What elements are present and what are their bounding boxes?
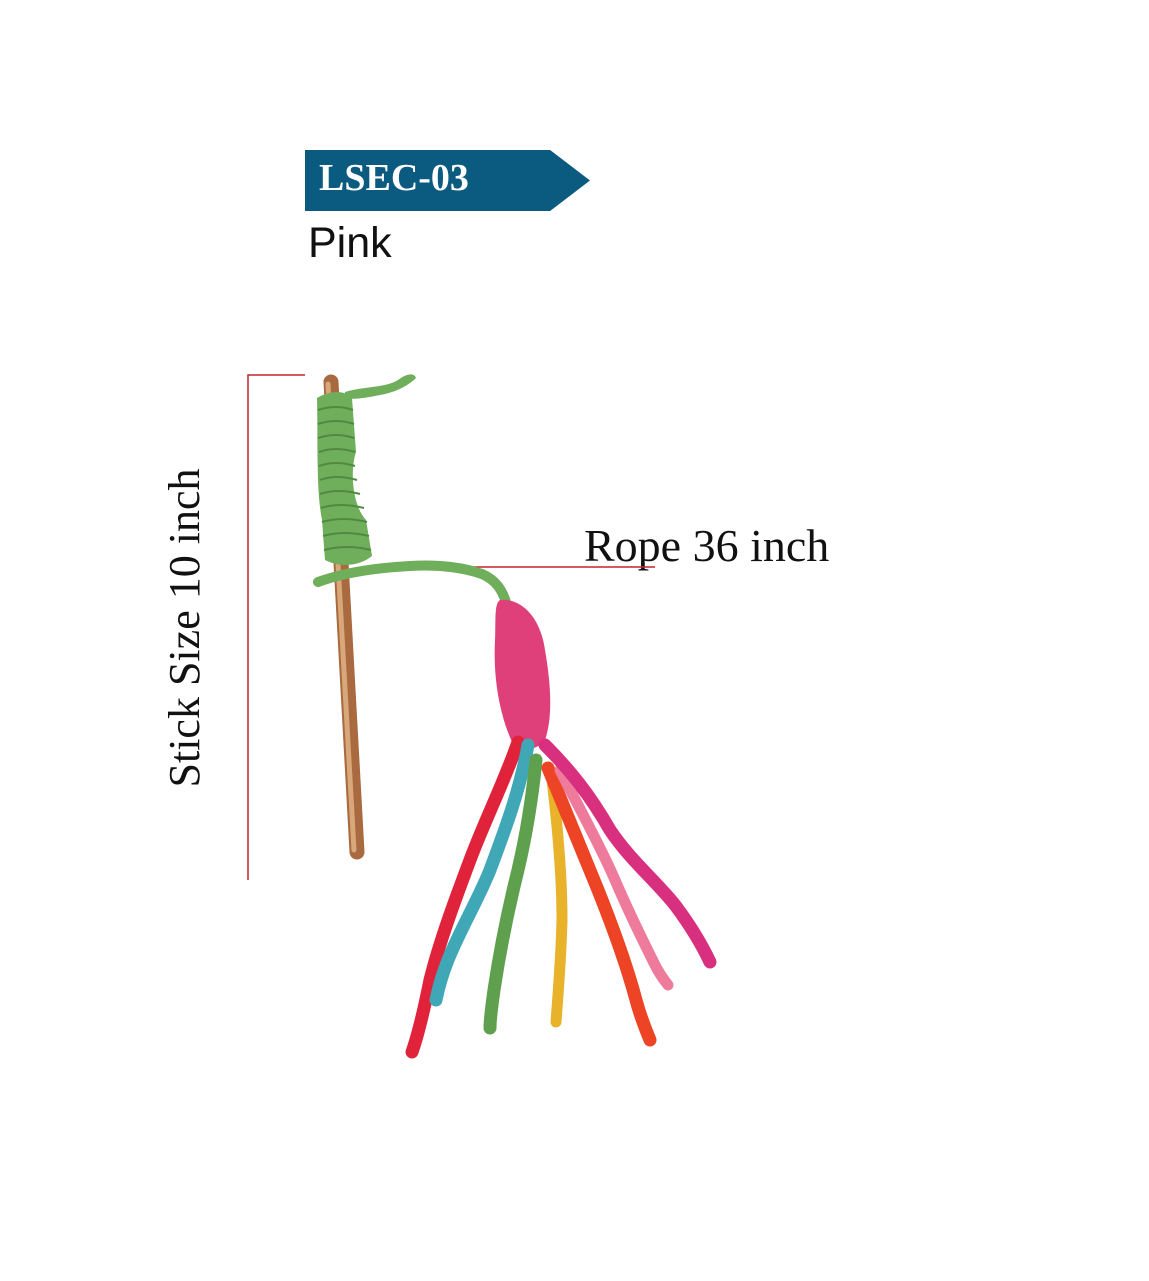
felt-toy-body xyxy=(494,599,551,750)
product-color-label: Pink xyxy=(308,219,392,267)
product-code: LSEC-03 xyxy=(319,157,469,199)
tassel-blue xyxy=(429,738,535,1007)
rope-length-label: Rope 36 inch xyxy=(584,520,830,571)
tassel-light-pink xyxy=(554,764,674,991)
tassel-orange xyxy=(541,761,657,1047)
product-code-tag: LSEC-03 xyxy=(305,150,590,211)
rope-to-toy xyxy=(313,560,511,607)
felt-tassels xyxy=(405,735,717,1059)
rope-wrap-coils xyxy=(317,406,372,551)
stick-dimension-bracket xyxy=(247,374,305,880)
tassel-yellow xyxy=(546,774,568,1028)
rope-top-tail xyxy=(345,374,416,399)
tassel-red xyxy=(405,735,525,1059)
tassel-green xyxy=(483,753,543,1035)
tassel-magenta xyxy=(538,738,717,969)
